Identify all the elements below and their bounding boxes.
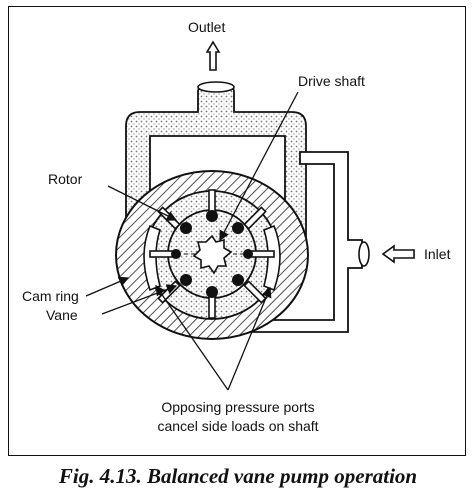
rotor-label: Rotor: [48, 171, 83, 187]
vane-bases: [171, 210, 253, 298]
inlet-port-opening: [358, 241, 370, 267]
ports-label-line2: cancel side loads on shaft: [157, 418, 318, 434]
rotor-leader: [107, 185, 178, 221]
inlet-arrow: [381, 244, 415, 264]
vanes: [149, 189, 275, 319]
cam-ring-label: Cam ring: [22, 288, 79, 304]
drive-shaft-leader: [219, 91, 299, 242]
drive-shaft-spline: [192, 234, 233, 275]
vane-label: Vane: [46, 307, 78, 323]
outlet-port-opening: [197, 81, 235, 93]
ports-label-line1: Opposing pressure ports: [161, 399, 314, 415]
inlet-passage: [243, 151, 363, 333]
figure-caption: Fig. 4.13. Balanced vane pump operation: [58, 464, 418, 488]
outlet-arrow: [205, 40, 221, 71]
inlet-label: Inlet: [424, 246, 451, 262]
figure-frame: [8, 6, 466, 456]
cam-ring-leader: [85, 276, 130, 297]
ports-leader-left: [155, 284, 229, 391]
pressure-port-left: [143, 224, 161, 292]
drive-shaft-label: Drive shaft: [298, 73, 365, 89]
ports-leader-right: [227, 286, 272, 391]
outlet-label: Outlet: [188, 19, 225, 35]
